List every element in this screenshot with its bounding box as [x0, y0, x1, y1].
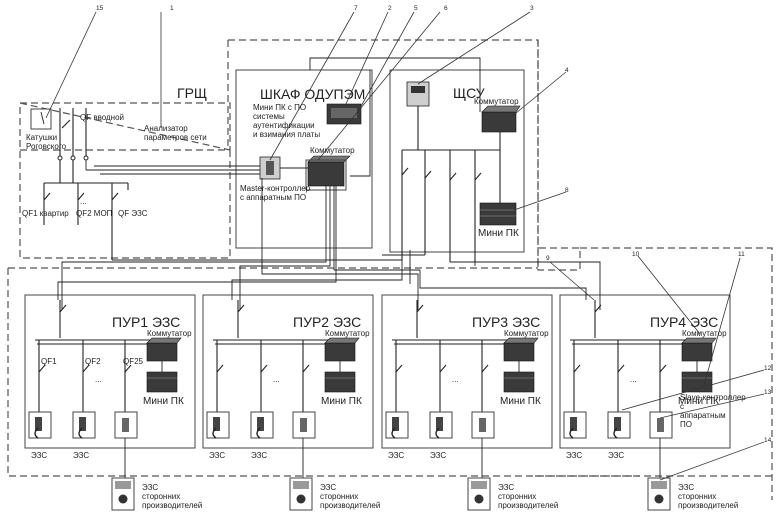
- third-party-label-line-1: ЭЗС: [498, 483, 514, 492]
- callout-12: 12: [764, 365, 772, 372]
- analyzer-line-1: Анализатор: [144, 124, 188, 133]
- ezs-label: ЭЗС: [209, 451, 225, 460]
- third-party-label-line-3: производителей: [142, 501, 202, 510]
- pur-mini-pc: [147, 372, 177, 392]
- qf-input-label: QF вводной: [80, 113, 124, 122]
- slave-line-1: Slave-контроллер: [680, 393, 746, 402]
- third-party-station-2: ЭЗСстороннихпроизводителей: [290, 478, 380, 510]
- qf1-flat-label: QF1 квартир: [22, 209, 69, 218]
- mini-pc-po-2: системы: [253, 112, 285, 121]
- pur-mini-pc-label: Мини ПК: [321, 396, 362, 407]
- shsu-switch: [482, 112, 516, 132]
- callout-11: 11: [738, 251, 745, 258]
- callout-6: 6: [444, 5, 448, 12]
- ezs-label: ЭЗС: [73, 451, 89, 460]
- pur2-label: ПУР2 ЭЗС: [293, 314, 361, 330]
- pur-switch: [325, 343, 355, 361]
- pur-dots: ...: [452, 375, 459, 384]
- shsu-mini-pc: [480, 203, 516, 225]
- mini-pc-po-3: аутентификации: [253, 121, 315, 130]
- third-party-label-line-2: сторонних: [678, 492, 716, 501]
- ezs-label: ЭЗС: [430, 451, 446, 460]
- callout-4: 4: [565, 67, 569, 74]
- analyzer-line-2: параметров сети: [144, 133, 207, 142]
- pur4-label: ПУР4 ЭЗС: [650, 314, 718, 330]
- grsch-label: ГРЩ: [177, 85, 207, 101]
- qf25-label: QF25: [123, 357, 144, 366]
- ezs-label: ЭЗС: [31, 451, 47, 460]
- pur-switch: [682, 343, 712, 361]
- pur3-label: ПУР3 ЭЗС: [472, 314, 540, 330]
- ezs-label: ЭЗС: [251, 451, 267, 460]
- grsch-dots: ...: [80, 197, 87, 206]
- third-party-station-1: ЭЗСстороннихпроизводителей: [112, 478, 202, 510]
- slave-line-3: аппаратным: [680, 411, 726, 420]
- third-party-label-line-2: сторонних: [142, 492, 180, 501]
- callout-14: 14: [764, 437, 772, 444]
- ezs-label: ЭЗС: [388, 451, 404, 460]
- callout-leaders: [46, 12, 764, 480]
- panels: [25, 70, 730, 448]
- pur-switch: [147, 343, 177, 361]
- shkaf-switch: [308, 162, 344, 186]
- qf2-mop-label: QF2 МОП: [76, 209, 113, 218]
- pur-switch-label: Коммутатор: [325, 329, 370, 338]
- pur-dots: ...: [273, 375, 280, 384]
- pur-switch: [504, 343, 534, 361]
- master-line-2: с аппаратным ПО: [240, 193, 306, 202]
- pur-dots: ...: [95, 375, 102, 384]
- rogowski-line-2: Роговского: [26, 142, 67, 151]
- callout-8: 8: [565, 187, 569, 194]
- shsu-mini-pc-label: Мини ПК: [478, 228, 519, 239]
- meter: [407, 82, 429, 106]
- mini-pc-po-1: Мини ПК с ПО: [253, 103, 306, 112]
- upper-enclosure: [228, 40, 580, 270]
- third-party-label-line-3: производителей: [678, 501, 738, 510]
- pur-switch-label: Коммутатор: [147, 329, 192, 338]
- third-party-label-line-1: ЭЗС: [678, 483, 694, 492]
- qf-ezs-label: QF ЭЗС: [118, 209, 148, 218]
- third-party-station-4: ЭЗСстороннихпроизводителей: [648, 478, 738, 510]
- master-line-1: Master-контроллер: [240, 184, 311, 193]
- third-party-label-line-2: сторонних: [498, 492, 536, 501]
- rogowski-line-1: Катушки: [26, 133, 57, 142]
- slave-line-2: с: [680, 402, 684, 411]
- pur-mini-pc: [325, 372, 355, 392]
- callout-7: 7: [354, 5, 358, 12]
- shkaf-label: ШКАФ ОДУПЭМ: [260, 86, 365, 102]
- callout-13: 13: [764, 389, 772, 396]
- ezs-label: ЭЗС: [608, 451, 624, 460]
- shkaf-switch-label: Коммутатор: [310, 146, 355, 155]
- lower-enclosure: [8, 248, 772, 500]
- slave-line-4: ПО: [680, 420, 692, 429]
- third-party-stations: ЭЗСстороннихпроизводителейЭЗСстороннихпр…: [112, 478, 738, 510]
- callout-numbers: 15 1 7 2 5 6 3 4 8 9 10 11 12 13 14: [96, 5, 772, 444]
- pur-mini-pc: [504, 372, 534, 392]
- third-party-station-3: ЭЗСстороннихпроизводителей: [468, 478, 558, 510]
- callout-2: 2: [388, 5, 392, 12]
- third-party-label-line-1: ЭЗС: [320, 483, 336, 492]
- callout-10: 10: [632, 251, 640, 258]
- callout-15: 15: [96, 5, 104, 12]
- mini-pc-po-4: и взимания платы: [253, 130, 320, 139]
- callout-1: 1: [170, 5, 174, 12]
- pur-switch-label: Коммутатор: [682, 329, 727, 338]
- qf2-label: QF2: [85, 357, 101, 366]
- pur-dots: ...: [630, 375, 637, 384]
- pur-mini-pc-label: Мини ПК: [143, 396, 184, 407]
- callout-5: 5: [414, 5, 418, 12]
- pur1-label: ПУР1 ЭЗС: [112, 314, 180, 330]
- callout-9: 9: [546, 255, 550, 262]
- pur-switch-label: Коммутатор: [504, 329, 549, 338]
- pur-mini-pc-label: Мини ПК: [500, 396, 541, 407]
- shsu-switch-label: Коммутатор: [474, 97, 519, 106]
- ezs-label: ЭЗС: [566, 451, 582, 460]
- qf1-label: QF1: [41, 357, 57, 366]
- third-party-label-line-1: ЭЗС: [142, 483, 158, 492]
- third-party-label-line-3: производителей: [320, 501, 380, 510]
- callout-3: 3: [530, 5, 534, 12]
- third-party-label-line-3: производителей: [498, 501, 558, 510]
- third-party-label-line-2: сторонних: [320, 492, 358, 501]
